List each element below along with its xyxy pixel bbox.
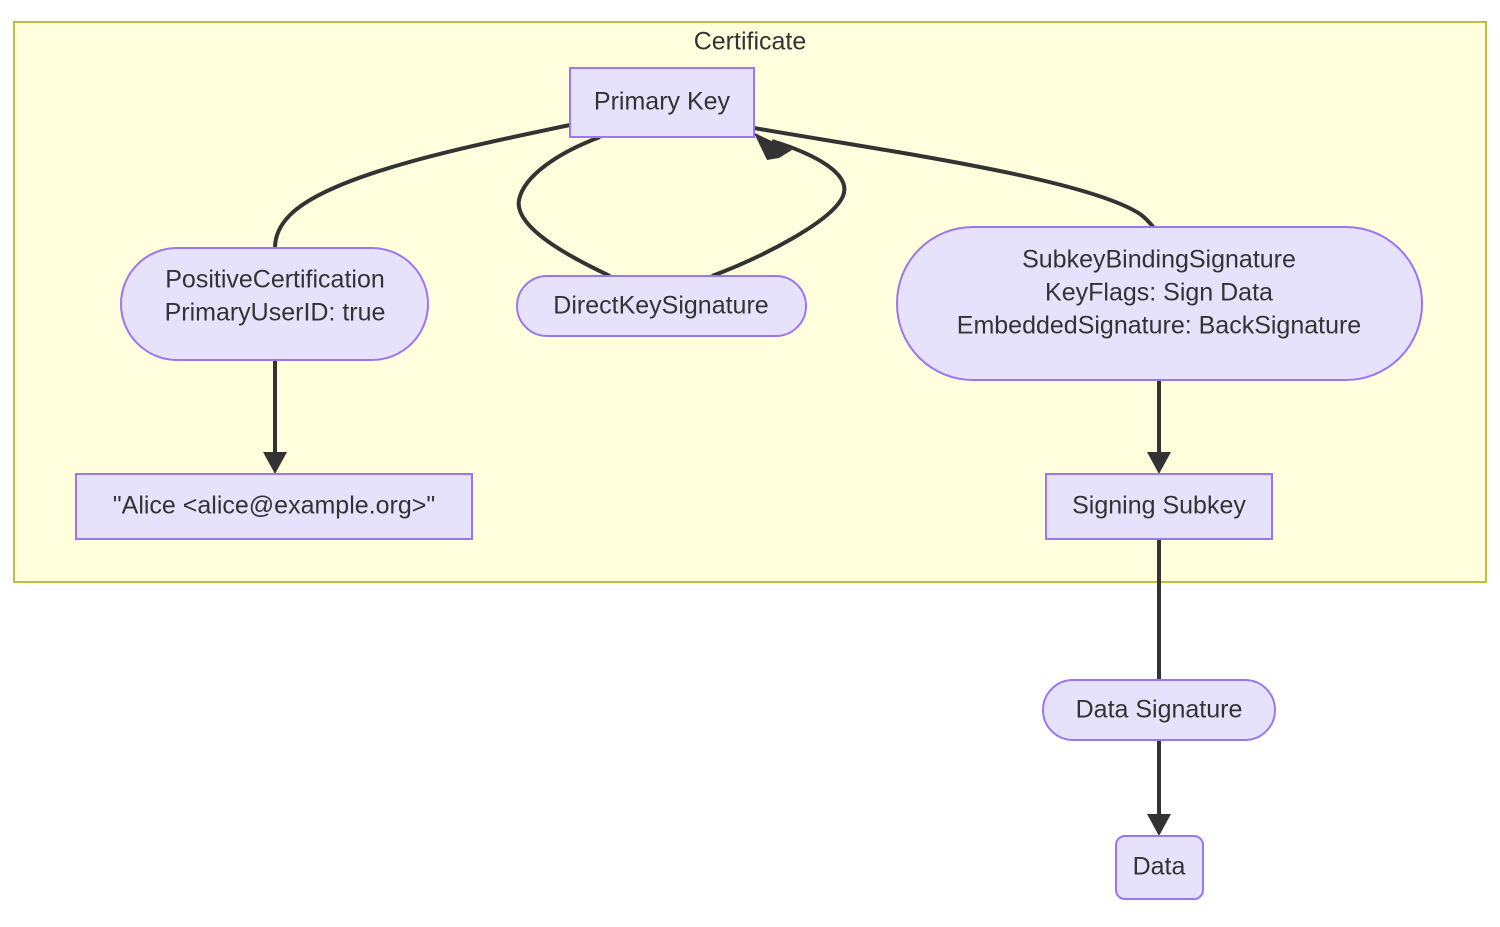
node-alice-userid[interactable]: "Alice <alice@example.org>"	[75, 473, 473, 540]
node-subkey-binding-signature[interactable]: SubkeyBindingSignature KeyFlags: Sign Da…	[896, 226, 1423, 381]
arrowhead-subkeybindingsignature-to-signingsubkey	[1147, 452, 1171, 474]
node-data-shape[interactable]	[1115, 835, 1204, 900]
node-signing-subkey[interactable]: Signing Subkey	[1045, 473, 1273, 540]
node-signing-subkey-shape[interactable]	[1045, 473, 1273, 540]
node-direct-key-signature-label: DirectKeySignature	[553, 292, 768, 320]
arrowhead-positivecertification-to-alice	[263, 452, 287, 474]
node-positive-certification-label-line1: PositiveCertification	[165, 266, 385, 294]
node-alice-userid-label: "Alice <alice@example.org>"	[113, 492, 435, 520]
node-direct-key-signature[interactable]: DirectKeySignature	[516, 275, 807, 337]
node-data[interactable]: Data	[1115, 835, 1204, 900]
node-subkey-binding-signature-shape[interactable]	[896, 226, 1423, 381]
arrowhead-datasignature-to-data	[1147, 814, 1171, 836]
node-data-signature-shape[interactable]	[1042, 679, 1276, 741]
node-primary-key[interactable]: Primary Key	[569, 67, 755, 138]
node-subkey-binding-signature-label-line1: SubkeyBindingSignature	[1022, 246, 1296, 274]
node-positive-certification[interactable]: PositiveCertification PrimaryUserID: tru…	[120, 247, 429, 361]
node-subkey-binding-signature-label-line2: KeyFlags: Sign Data	[1045, 279, 1273, 307]
node-alice-userid-shape[interactable]	[75, 473, 473, 540]
edge-primarykey-to-directkeysignature	[516, 135, 611, 278]
node-primary-key-shape[interactable]	[569, 67, 755, 138]
node-data-signature-label: Data Signature	[1076, 696, 1243, 724]
node-direct-key-signature-shape[interactable]	[516, 275, 807, 337]
node-data-signature[interactable]: Data Signature	[1042, 679, 1276, 741]
node-positive-certification-label-line2: PrimaryUserID: true	[165, 299, 386, 327]
arrowhead-directkeysignature-to-primarykey-body	[754, 133, 792, 160]
node-subkey-binding-signature-label-line3: EmbeddedSignature: BackSignature	[957, 312, 1361, 340]
node-signing-subkey-label: Signing Subkey	[1072, 492, 1246, 520]
edge-primarykey-to-positivecertification	[273, 123, 571, 249]
edge-directkeysignature-to-primarykey	[711, 139, 847, 278]
node-primary-key-label: Primary Key	[594, 88, 731, 116]
node-positive-certification-shape[interactable]	[120, 247, 429, 361]
node-data-label: Data	[1133, 853, 1186, 881]
cluster-certificate-label: Certificate	[694, 28, 807, 56]
